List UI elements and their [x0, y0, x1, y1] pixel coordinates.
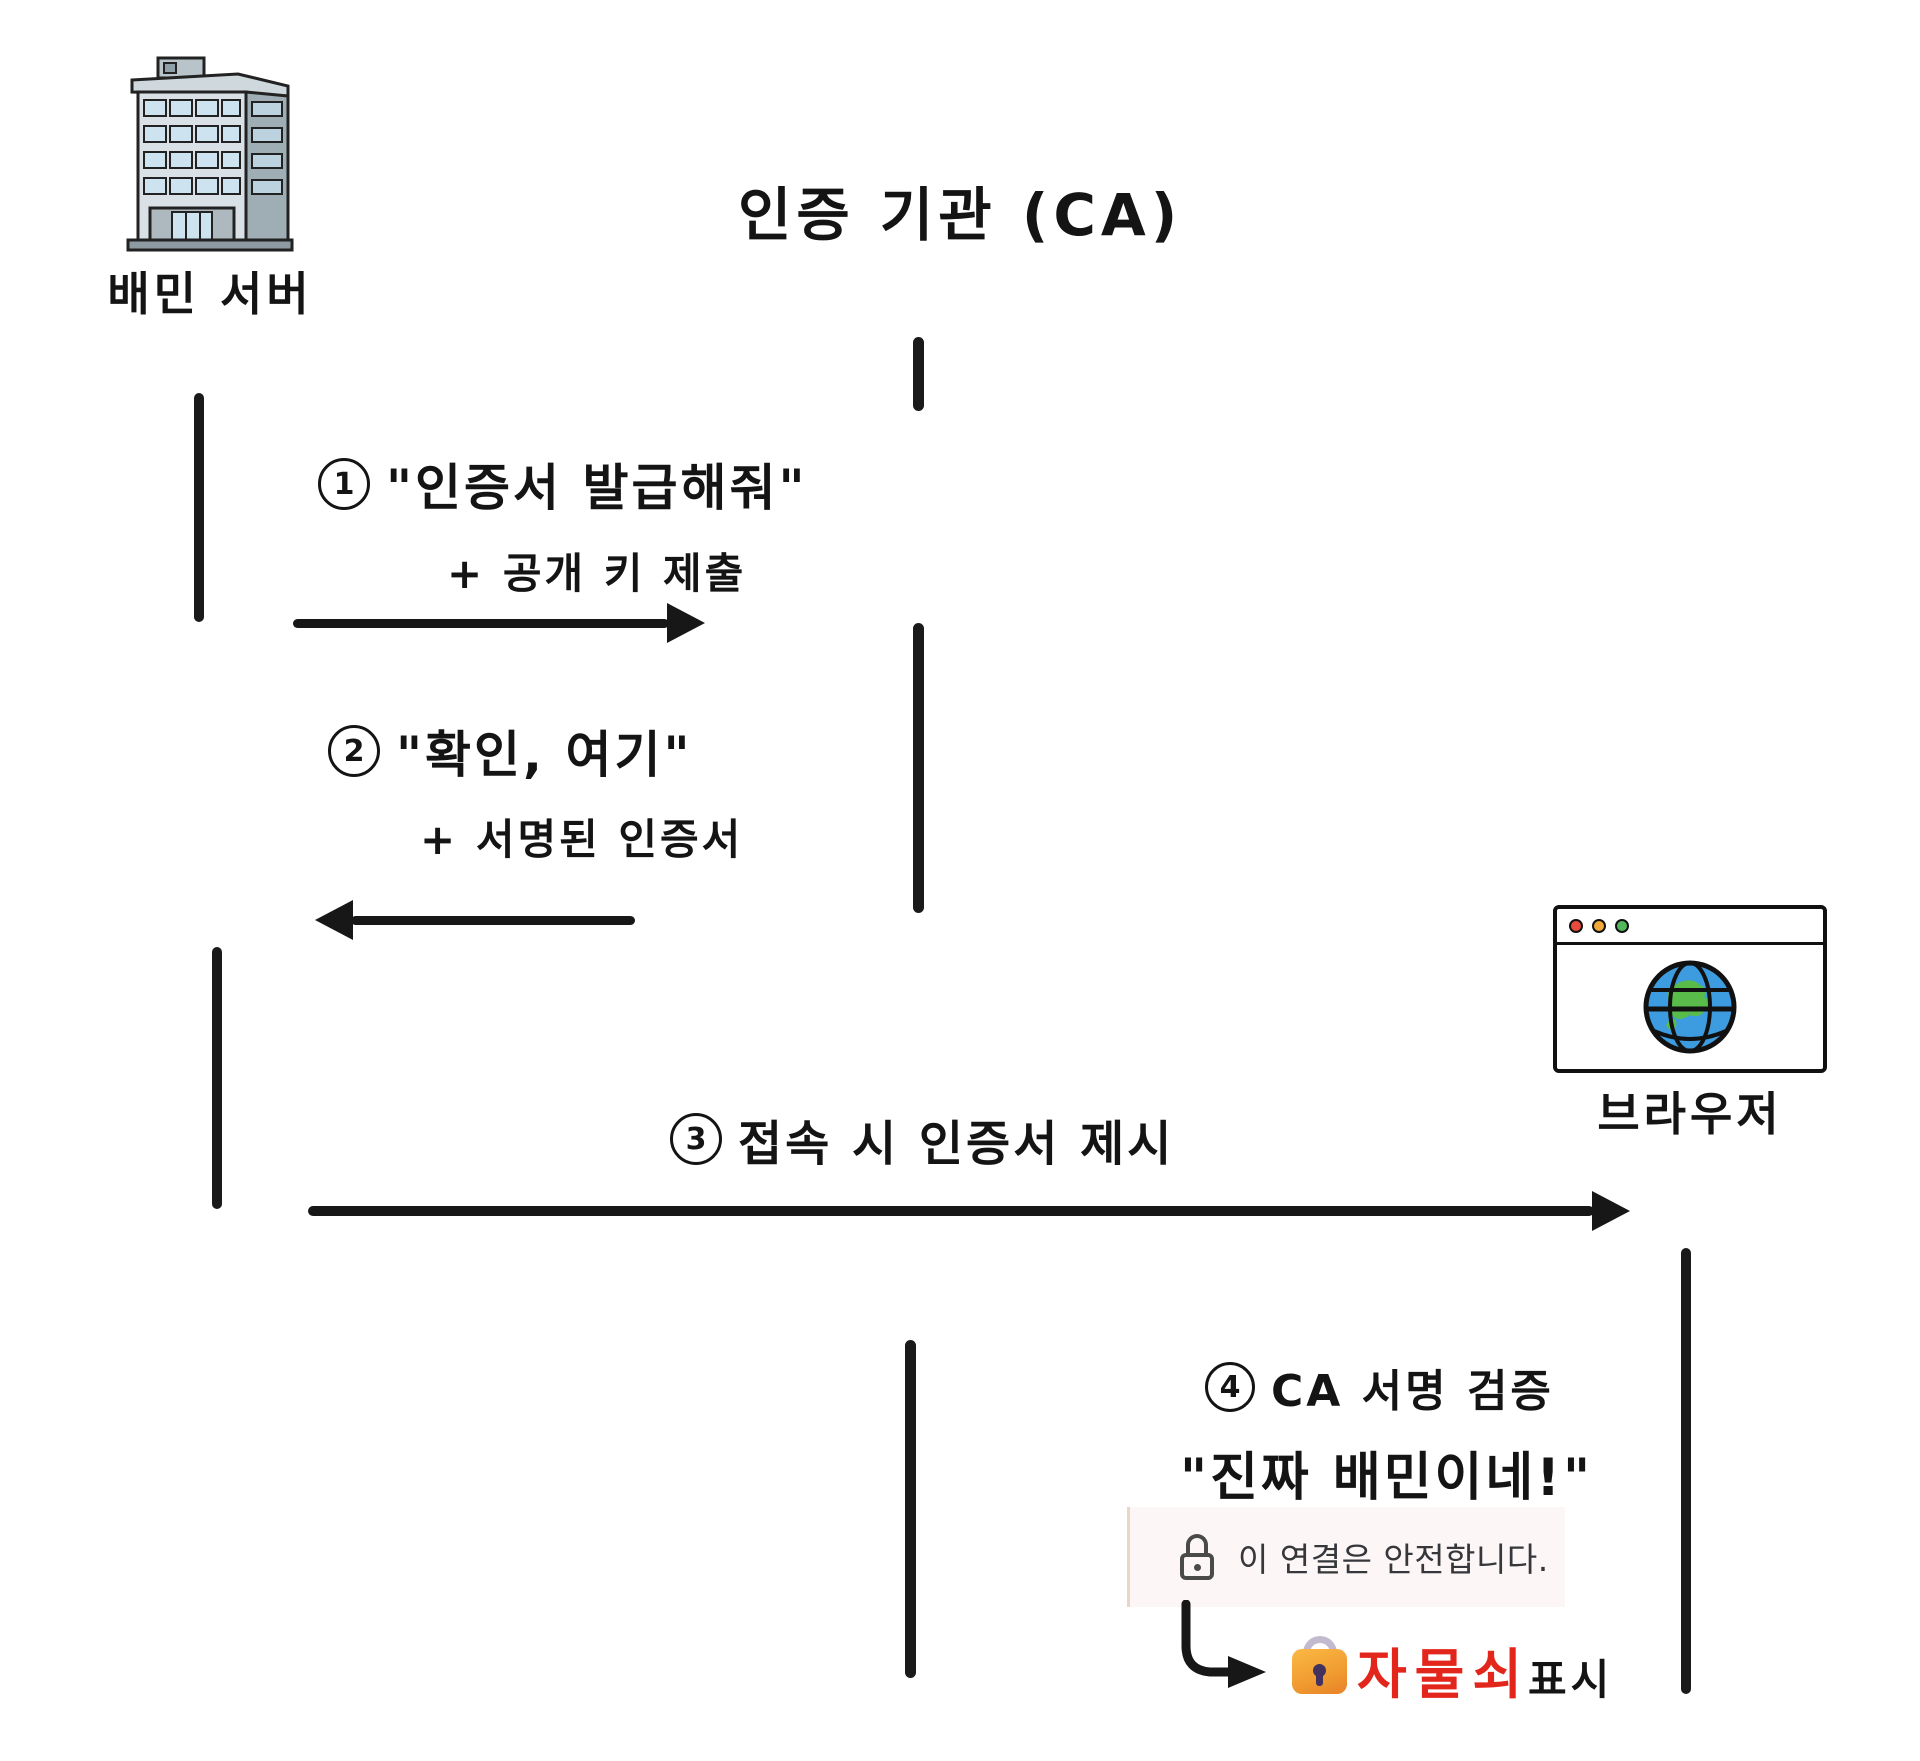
server-lifeline-segment-2 [212, 947, 222, 1209]
ca-lifeline-segment-middle [913, 623, 924, 913]
server-label: 배민 서버 [107, 267, 313, 321]
secure-lock-icon [1180, 1534, 1214, 1580]
step3-text: 3 접속 시 인증서 제시 [670, 1104, 1174, 1174]
step3-line1: 접속 시 인증서 제시 [738, 1116, 1175, 1172]
browser-window-icon [1553, 905, 1827, 1073]
step2-line1: "확인, 여기" [396, 726, 693, 784]
yellow-dot-icon [1592, 918, 1606, 933]
ca-lifeline-segment-bottom [905, 1340, 916, 1678]
step2-number: 2 [328, 725, 380, 777]
browser-lifeline [1681, 1248, 1691, 1694]
step1-line1: "인증서 발급해줘" [386, 459, 808, 517]
step4-line1: CA 서명 검증 [1271, 1366, 1554, 1417]
browser-label: 브라우저 [1597, 1087, 1783, 1141]
step4-line2: "진짜 배민이네!" [1180, 1448, 1594, 1508]
browser-titlebar [1557, 909, 1823, 945]
ca-title: 인증 기관 (CA) [738, 181, 1183, 249]
padlock-emoji-icon [1292, 1636, 1348, 1694]
globe-icon [1643, 960, 1737, 1054]
step1-arrow [293, 603, 705, 643]
secure-connection-banner: 이 연결은 안전합니다. [1127, 1507, 1565, 1607]
ca-lifeline-segment-top [913, 337, 924, 411]
step3-arrow [308, 1191, 1630, 1231]
elbow-arrow [1181, 1600, 1266, 1688]
step1-text: 1 "인증서 발급해줘" [318, 448, 808, 520]
step2-line2: + 서명된 인증서 [420, 815, 744, 864]
browser-content [1557, 945, 1823, 1069]
step2-arrow [315, 900, 635, 940]
step2-text: 2 "확인, 여기" [328, 715, 693, 787]
step1-number: 1 [318, 458, 370, 510]
red-dot-icon [1569, 918, 1583, 933]
server-building-icon [120, 52, 300, 252]
secure-banner-text: 이 연결은 안전합니다. [1238, 1540, 1549, 1579]
step4-number: 4 [1205, 1362, 1255, 1412]
lock-caption-black: 표시 [1528, 1655, 1614, 1704]
step1-line2: + 공개 키 제출 [447, 549, 747, 598]
step3-number: 3 [670, 1113, 722, 1165]
step4-text: 4 CA 서명 검증 [1205, 1355, 1554, 1419]
server-lifeline-segment-1 [194, 393, 204, 622]
lock-caption-red: 자물쇠 [1357, 1643, 1531, 1706]
green-dot-icon [1615, 918, 1629, 933]
